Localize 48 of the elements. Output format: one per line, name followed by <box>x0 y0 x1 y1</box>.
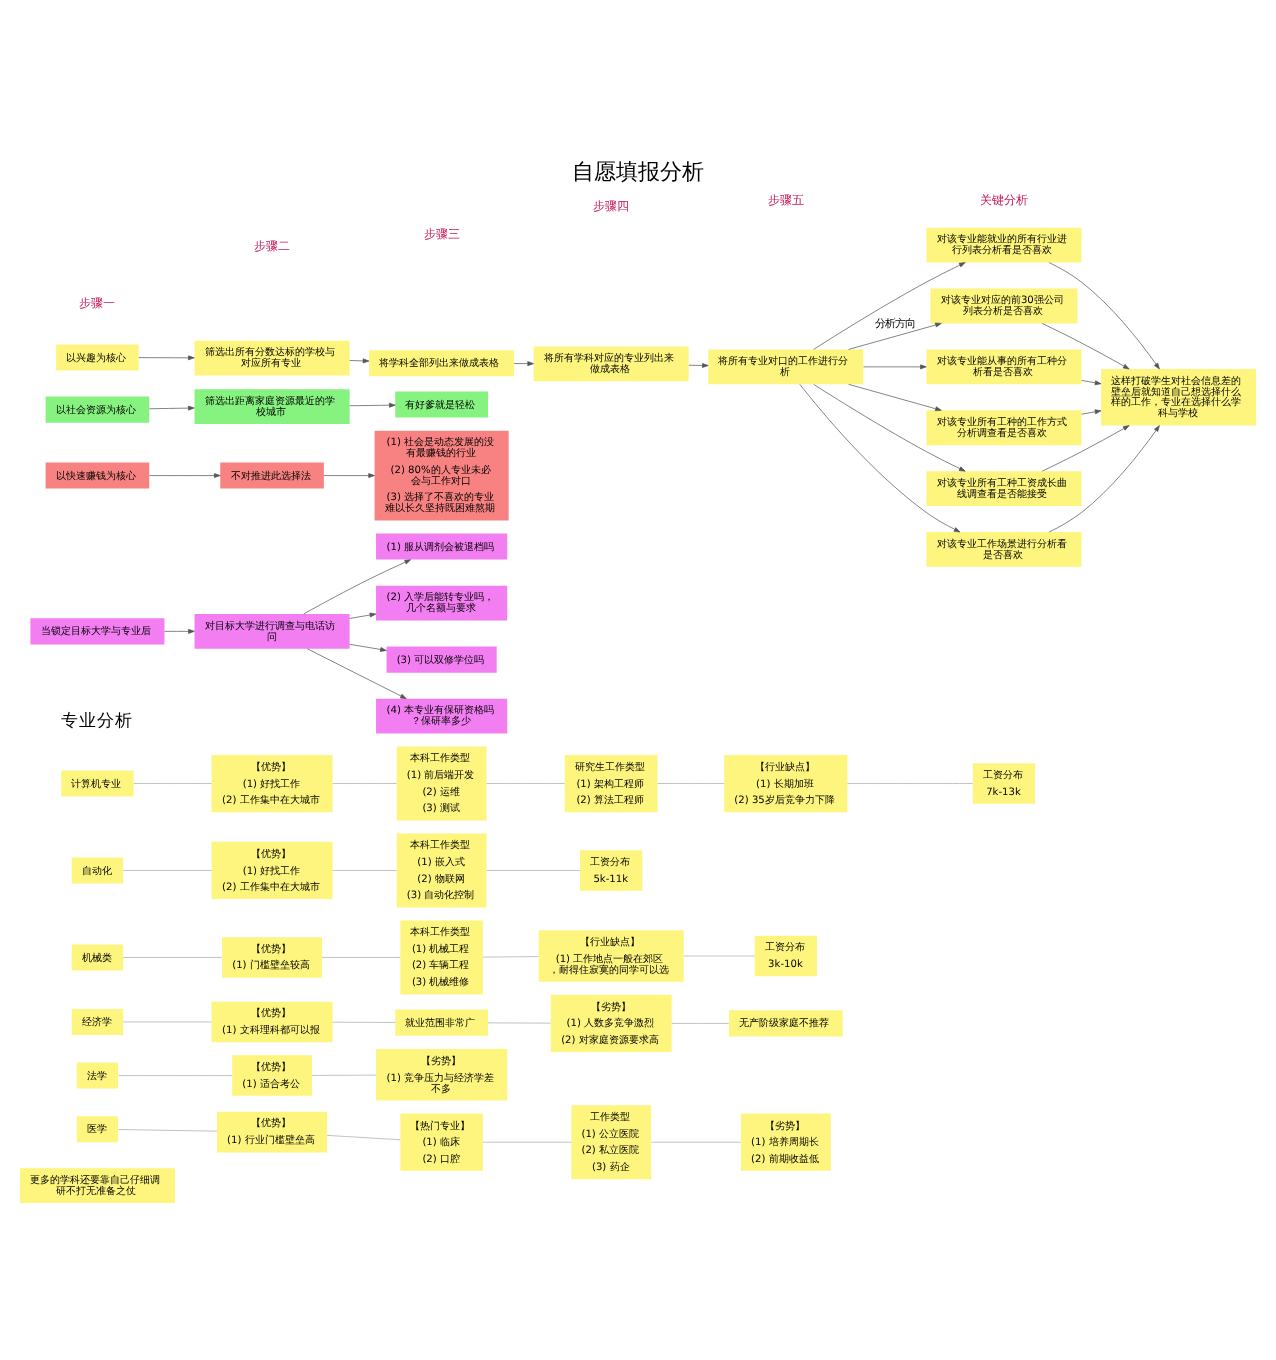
connector <box>122 1020 212 1022</box>
connector <box>671 1022 730 1023</box>
connector <box>332 782 397 783</box>
arrow <box>799 382 961 532</box>
arrow <box>149 472 221 477</box>
arrow <box>1041 322 1130 369</box>
connector <box>486 869 581 870</box>
arrow <box>149 404 195 410</box>
connector <box>122 869 212 870</box>
arrow <box>349 401 396 407</box>
connector <box>657 782 725 783</box>
connector <box>118 1128 218 1131</box>
connector <box>482 955 539 957</box>
connector <box>326 1134 401 1140</box>
arrow <box>1081 379 1102 385</box>
arrow <box>863 363 927 369</box>
connector <box>486 782 565 783</box>
connector <box>118 1074 233 1075</box>
arrow <box>1048 424 1160 532</box>
diagram-title: 自愿填报分析 <box>572 158 704 185</box>
arrow <box>813 383 966 471</box>
connector <box>487 1021 551 1023</box>
arrow <box>848 321 942 349</box>
connector <box>332 869 397 870</box>
arrow <box>1081 408 1102 414</box>
arrow <box>307 647 407 699</box>
connector <box>321 956 401 957</box>
arrow <box>138 354 195 360</box>
connector <box>133 782 212 783</box>
connector <box>847 782 973 783</box>
connector <box>482 1140 572 1142</box>
arrow <box>688 362 709 367</box>
arrow <box>349 357 370 363</box>
arrow <box>513 360 534 365</box>
connector <box>332 1020 396 1022</box>
arrow <box>164 627 195 633</box>
label: 专业分析 <box>61 711 134 732</box>
arrow <box>349 642 387 651</box>
arrow <box>1048 261 1160 369</box>
arrow <box>1041 424 1130 471</box>
arrow <box>813 261 966 349</box>
arrow <box>349 611 377 618</box>
arrow <box>323 472 375 477</box>
connector <box>650 1140 742 1142</box>
connector <box>311 1073 377 1075</box>
arrow <box>303 558 412 614</box>
connector <box>122 956 223 957</box>
arrow <box>848 382 942 411</box>
